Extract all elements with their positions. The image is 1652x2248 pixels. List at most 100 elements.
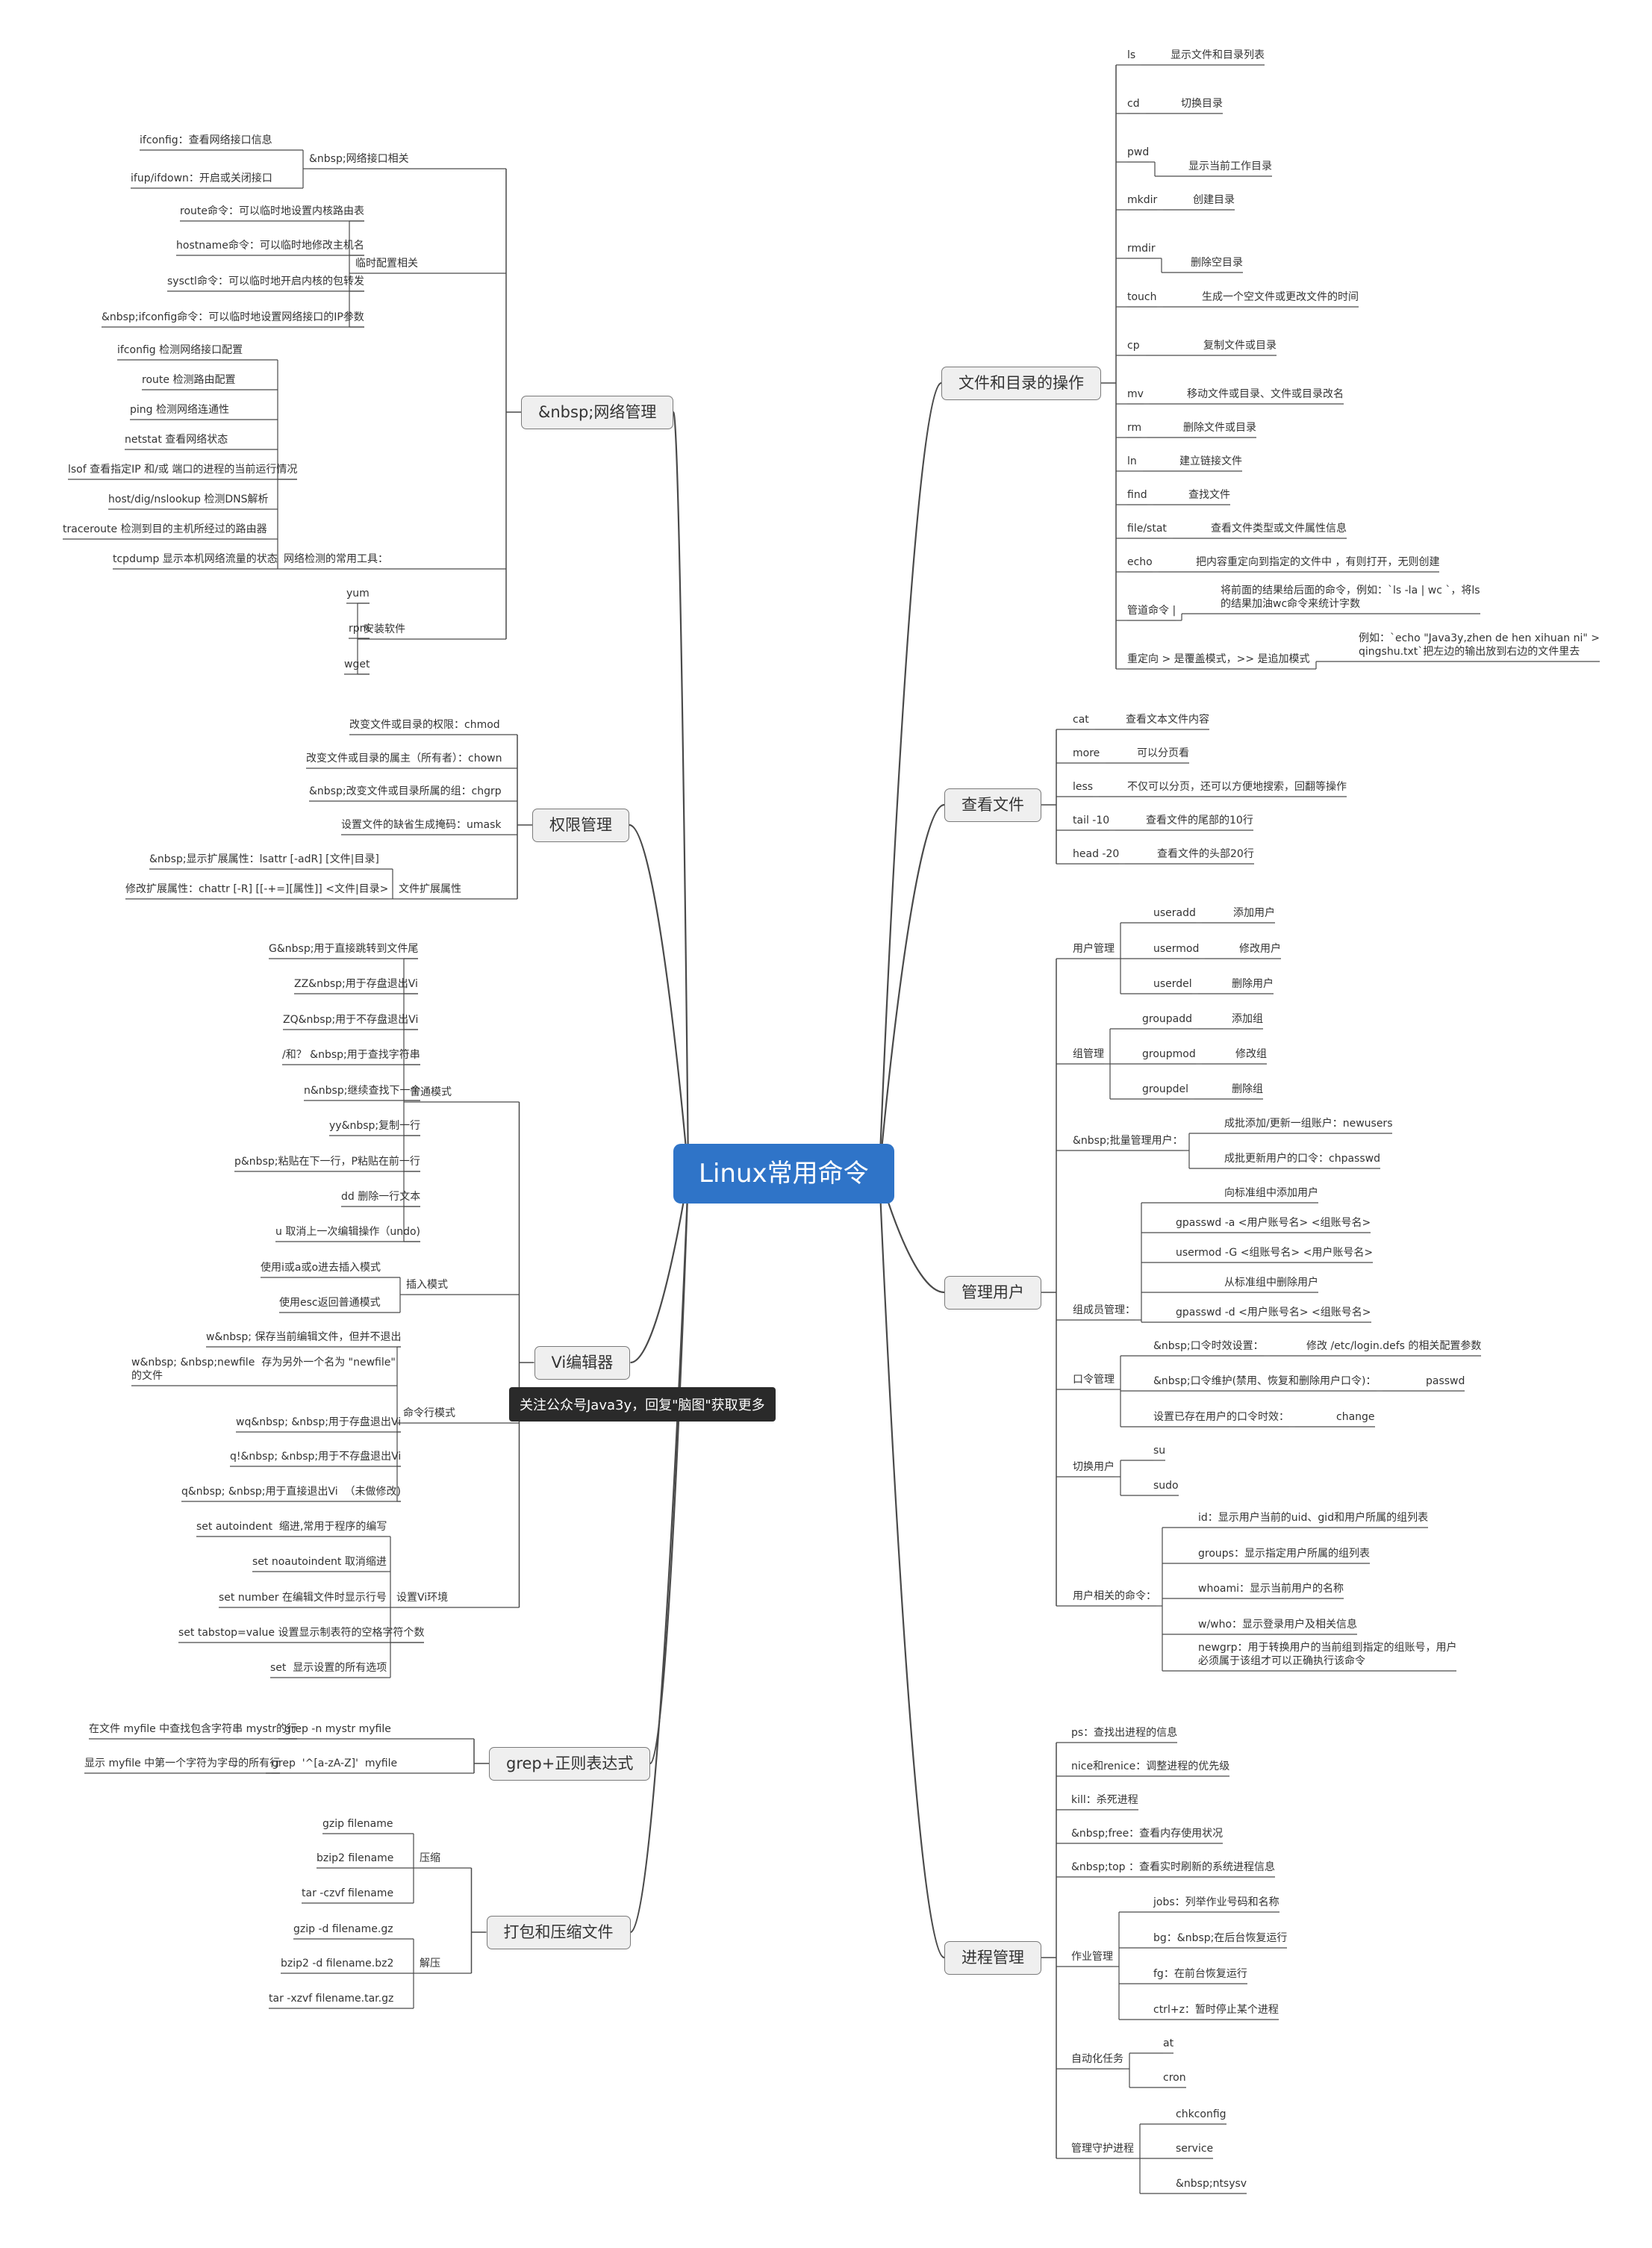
- node-d3: 显示 myfile 中第一个字符为字母的所有行: [84, 1757, 281, 1769]
- node-d3: set tabstop=value 设置显示制表符的空格字符个数: [178, 1627, 425, 1639]
- node-d3: ifconfig：查看网络接口信息: [140, 134, 272, 146]
- node-d2: &nbsp;批量管理用户：: [1073, 1135, 1183, 1147]
- node-d3: 可以分页看: [1137, 747, 1189, 759]
- node-d3: w&nbsp; &nbsp;newfile 存为另外一个名为 "newfile"…: [131, 1357, 396, 1383]
- node-d3: 把内容重定向到指定的文件中 ，有则打开，无则创建: [1196, 556, 1440, 568]
- node-d3: 查看文本文件内容: [1126, 714, 1209, 726]
- node-d3: tar -czvf filename: [302, 1887, 394, 1899]
- node-d3: 将前面的结果给后面的命令，例如：`ls -la | wc `，将ls 的结果加油…: [1221, 585, 1480, 611]
- node-d3: 查看文件的尾部的10行: [1146, 815, 1253, 826]
- node-d3: ZZ&nbsp;用于存盘退出Vi: [294, 978, 418, 990]
- node-d3: 向标准组中添加用户: [1224, 1187, 1318, 1199]
- branch-node: Vi编辑器: [534, 1345, 631, 1380]
- node-d2: 重定向 > 是覆盖模式，>> 是追加模式: [1127, 653, 1310, 665]
- node-d3: &nbsp;口令维护(禁用、恢复和删除用户口令)：: [1153, 1375, 1377, 1387]
- node-d3: traceroute 检测到目的主机所经过的路由器: [63, 523, 267, 535]
- node-d3: bg：&nbsp;在后台恢复运行: [1153, 1932, 1288, 1944]
- node-d2: &nbsp;top ：查看实时刷新的系统进程信息: [1071, 1861, 1275, 1873]
- node-d2: 切换用户: [1073, 1461, 1115, 1473]
- node-d2: 插入模式: [406, 1279, 448, 1291]
- node-d3: q&nbsp; &nbsp;用于直接退出Vi （未做修改): [181, 1486, 402, 1498]
- node-d3: w&nbsp; 保存当前编辑文件，但并不退出: [206, 1331, 402, 1343]
- node-d3: 查看文件类型或文件属性信息: [1211, 523, 1347, 535]
- node-d3: set autoindent 缩进,常用于程序的编写: [196, 1521, 387, 1533]
- node-d2: ls: [1127, 49, 1136, 61]
- node-d4: 删除组: [1232, 1083, 1263, 1095]
- node-d2: 设置文件的缺省生成掩码：umask: [341, 819, 502, 831]
- node-d2: &nbsp;free：查看内存使用状况: [1071, 1828, 1224, 1840]
- node-d2: 用户相关的命令：: [1073, 1590, 1156, 1602]
- node-d4: passwd: [1426, 1375, 1465, 1387]
- branch-node: 权限管理: [532, 808, 629, 842]
- node-d3: route命令：可以临时地设置内核路由表: [180, 205, 364, 217]
- node-d2: mv: [1127, 388, 1144, 400]
- node-d3: 显示当前工作目录: [1188, 161, 1272, 172]
- node-d2: rmdir: [1127, 243, 1156, 255]
- node-d3: 从标准组中删除用户: [1224, 1277, 1318, 1289]
- node-d3: ping 检测网络连通性: [130, 404, 229, 416]
- node-d3: &nbsp;ntsysv: [1176, 2178, 1247, 2190]
- node-d3: tcpdump 显示本机网络流量的状态: [113, 553, 278, 565]
- node-d3: hostname命令：可以临时地修改主机名: [176, 240, 364, 252]
- node-d2: head -20: [1073, 848, 1120, 860]
- node-d3: groupmod: [1142, 1048, 1196, 1060]
- node-d3: cron: [1163, 2072, 1186, 2084]
- node-d2: ps：查找出进程的信息: [1071, 1727, 1178, 1739]
- node-d3: gzip -d filename.gz: [293, 1923, 393, 1935]
- node-d3: set noautoindent 取消缩进: [252, 1556, 387, 1568]
- node-d3: 创建目录: [1193, 194, 1235, 206]
- branch-node: &nbsp;网络管理: [521, 395, 674, 429]
- branch-node: 查看文件: [944, 788, 1041, 822]
- node-d4: change: [1336, 1411, 1375, 1423]
- node-d3: chkconfig: [1176, 2108, 1226, 2120]
- node-d3: n&nbsp;继续查找下一个: [304, 1085, 421, 1097]
- node-d3: 显示文件和目录列表: [1171, 49, 1265, 61]
- node-d2: echo: [1127, 556, 1153, 568]
- node-d3: bzip2 -d filename.bz2: [281, 1958, 394, 1970]
- node-d2: 口令管理: [1073, 1374, 1115, 1386]
- watermark-banner: 关注公众号Java3y，回复"脑图"获取更多: [509, 1387, 776, 1422]
- node-d3: G&nbsp;用于直接跳转到文件尾: [269, 943, 419, 955]
- node-d3: /和？ &nbsp;用于查找字符串: [282, 1049, 420, 1061]
- node-d3: 例如：`echo "Java3y,zhen de hen xihuan ni" …: [1359, 632, 1600, 658]
- node-d3: u 取消上一次编辑操作（undo): [275, 1226, 420, 1238]
- node-d3: netstat 查看网络状态: [125, 434, 228, 446]
- node-d3: set number 在编辑文件时显示行号: [219, 1592, 387, 1604]
- node-d2: file/stat: [1127, 523, 1167, 535]
- node-d3: 成批添加/更新一组账户：newusers: [1224, 1118, 1393, 1130]
- node-d2: pwd: [1127, 146, 1150, 158]
- node-d2: 设置Vi环境: [396, 1592, 449, 1604]
- node-d2: 普通模式: [410, 1086, 452, 1098]
- node-d3: tar -xzvf filename.tar.gz: [269, 1993, 394, 2005]
- node-d3: groupadd: [1142, 1013, 1193, 1025]
- node-d3: 查看文件的头部20行: [1157, 848, 1254, 860]
- branch-node: 管理用户: [944, 1275, 1041, 1310]
- node-d2: &nbsp;改变文件或目录所属的组：chgrp: [309, 785, 502, 797]
- node-d4: 添加组: [1232, 1013, 1263, 1025]
- node-d2: 管理守护进程: [1071, 2143, 1134, 2155]
- node-d2: 改变文件或目录的属主（所有者）：chown: [306, 753, 502, 765]
- node-d3: 设置已存在用户的口令时效：: [1153, 1411, 1289, 1423]
- node-d3: gzip filename: [322, 1818, 393, 1830]
- node-d2: grep -n mystr myfile: [284, 1723, 391, 1735]
- node-d3: groupdel: [1142, 1083, 1189, 1095]
- node-d3: &nbsp;口令时效设置：: [1153, 1340, 1264, 1352]
- node-d3: sysctl命令：可以临时地开启内核的包转发: [167, 275, 364, 287]
- node-d3: 复制文件或目录: [1203, 340, 1277, 352]
- node-d2: 压缩: [420, 1852, 440, 1864]
- node-d3: wget: [344, 658, 370, 670]
- node-d3: usermod -G <组账号名> <用户账号名>: [1176, 1247, 1374, 1259]
- node-d2: cd: [1127, 98, 1140, 110]
- branch-node: grep+正则表达式: [489, 1746, 651, 1781]
- node-d2: cp: [1127, 340, 1140, 352]
- node-d3: dd 删除一行文本: [341, 1191, 421, 1203]
- node-d3: 不仅可以分页，还可以方便地搜索，回翻等操作: [1127, 781, 1347, 793]
- node-d4: 修改 /etc/login.defs 的相关配置参数: [1306, 1340, 1482, 1352]
- node-d3: newgrp：用于转换用户的当前组到指定的组账号，用户 必须属于该组才可以正确执…: [1198, 1642, 1457, 1668]
- node-d2: more: [1073, 747, 1100, 759]
- node-d3: set 显示设置的所有选项: [270, 1662, 387, 1674]
- node-d2: 作业管理: [1071, 1951, 1113, 1963]
- node-d2: less: [1073, 781, 1094, 793]
- node-d3: useradd: [1153, 907, 1196, 919]
- node-d3: ZQ&nbsp;用于不存盘退出Vi: [283, 1014, 419, 1026]
